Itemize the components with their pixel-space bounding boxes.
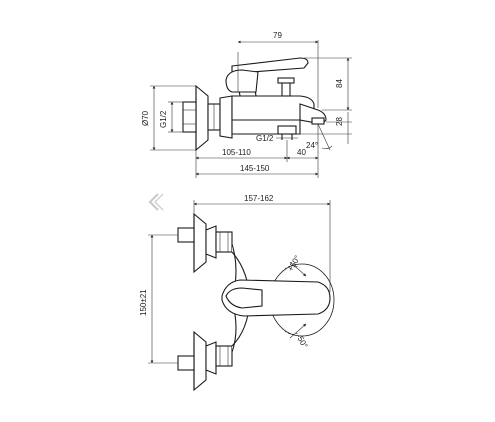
dim-thread-bottom-label: G1/2 xyxy=(256,134,274,143)
dim-79: 79 xyxy=(237,31,319,108)
dim-157-162: 157-162 xyxy=(193,194,331,292)
dim-145-150: 145-150 xyxy=(195,162,319,178)
dim-angle-24: 24° xyxy=(306,123,333,151)
dim-thread-left-label: G1/2 xyxy=(159,110,168,128)
lever-handle xyxy=(225,57,309,97)
dim-79-label: 79 xyxy=(273,31,282,40)
dim-150-21: 150±21 xyxy=(139,234,178,364)
wall-flange xyxy=(195,84,209,152)
dim-28-label: 28 xyxy=(335,117,344,126)
dim-40-label: 40 xyxy=(297,148,306,157)
top-view: +50° -50° 157-162 150±21 xyxy=(139,194,335,392)
bottom-flange xyxy=(177,330,233,392)
lever-top-view xyxy=(221,279,331,317)
dim-angle-minus-50-label: -50° xyxy=(294,333,309,350)
dim-thread-bottom: G1/2 xyxy=(256,134,298,143)
connector xyxy=(207,103,221,131)
dim-angle-24-label: 24° xyxy=(306,141,318,150)
chevron-left-icon[interactable] xyxy=(148,193,164,211)
diverter-knob xyxy=(277,77,295,97)
top-flange xyxy=(177,212,233,274)
dim-157-162-label: 157-162 xyxy=(244,194,274,203)
dim-105-110: 105-110 xyxy=(195,148,288,178)
dim-150-21-label: 150±21 xyxy=(139,289,148,316)
dim-84-label: 84 xyxy=(335,79,344,88)
dim-40: 40 xyxy=(286,124,319,162)
dim-angle-plus-50: +50° xyxy=(286,254,307,277)
dim-105-110-label: 105-110 xyxy=(222,148,251,157)
dim-diameter-70: Ø70 xyxy=(141,85,196,151)
dim-28: 28 xyxy=(296,112,352,144)
dim-84: 84 xyxy=(304,57,352,111)
dim-angle-minus-50: -50° xyxy=(289,323,309,350)
dim-thread-left: G1/2 xyxy=(159,101,183,133)
dim-145-150-label: 145-150 xyxy=(240,164,270,173)
side-view: 79 84 28 Ø70 G1/2 xyxy=(141,31,352,178)
spout xyxy=(299,103,327,125)
inlet-nut xyxy=(182,101,197,133)
bottom-outlet xyxy=(277,125,297,140)
dim-diameter-70-label: Ø70 xyxy=(141,110,150,126)
